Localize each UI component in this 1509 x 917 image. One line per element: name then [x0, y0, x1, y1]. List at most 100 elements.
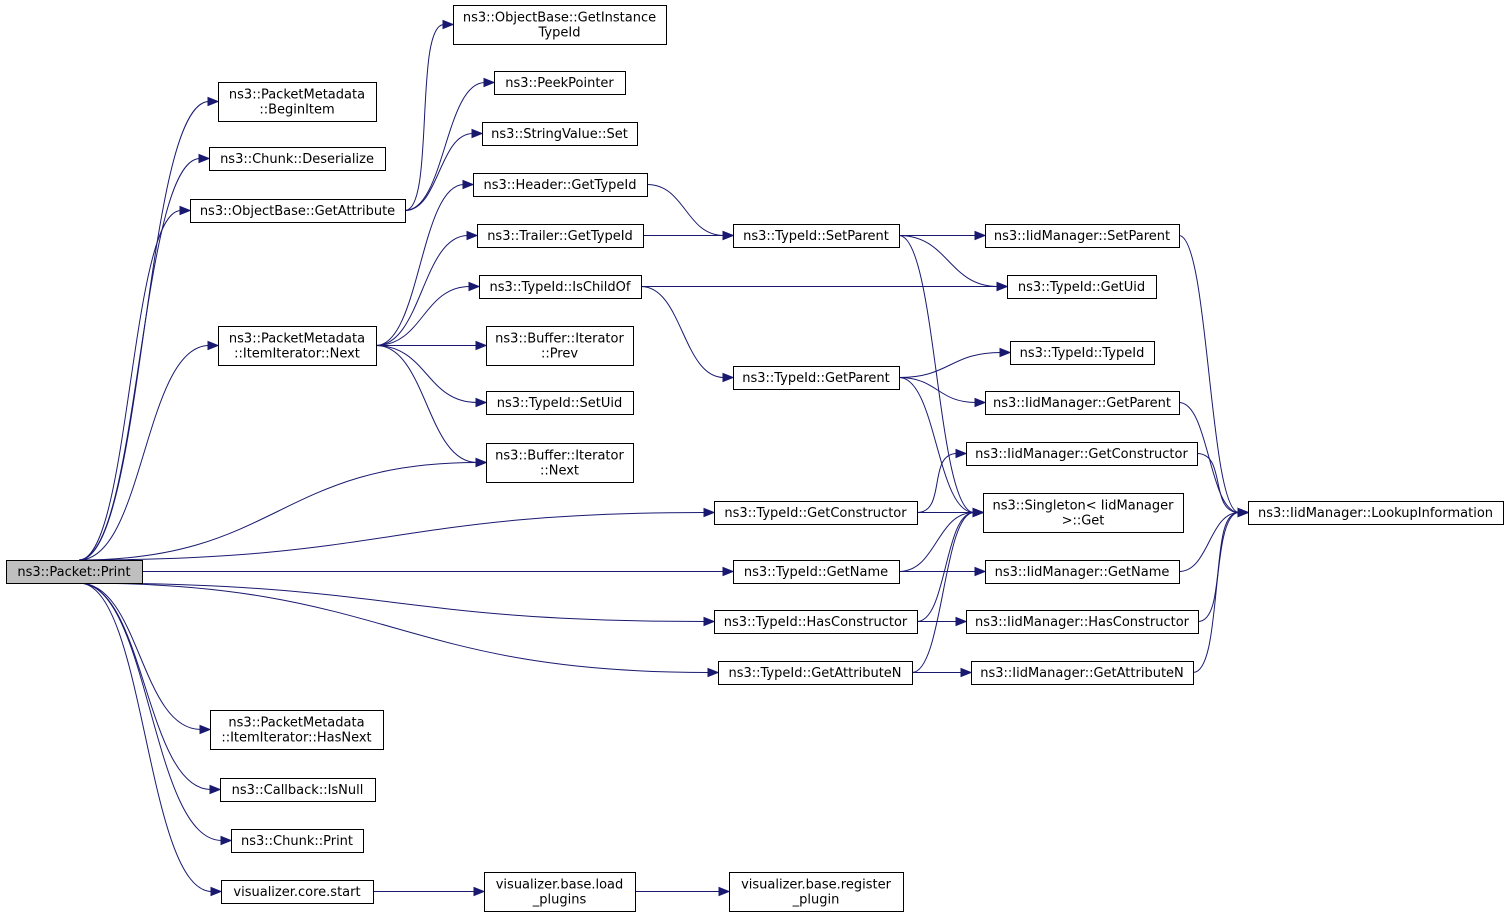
- node-box: [473, 173, 648, 197]
- edge-typeid-ischildof-to-typeid-getparent: [640, 286, 735, 383]
- edge-arrowhead: [718, 886, 731, 897]
- edge-packet-print-to-buffer-iterator-next: [78, 457, 488, 561]
- node-typeid-getattributen[interactable]: ns3::TypeId::GetAttributeN: [718, 661, 913, 685]
- edge-line: [898, 377, 977, 403]
- node-iid-hasconstructor[interactable]: ns3::IidManager::HasConstructor: [966, 610, 1199, 634]
- node-label: ns3::TypeId::GetName: [744, 565, 888, 580]
- node-iid-lookupinformation[interactable]: ns3::IidManager::LookupInformation: [1248, 501, 1504, 525]
- edge-typeid-hasconstructor-to-singleton-get: [916, 507, 985, 622]
- edge-packet-print-to-objbase-getattribute: [78, 205, 192, 561]
- node-trailer-gettypeid[interactable]: ns3::Trailer::GetTypeId: [477, 224, 644, 248]
- node-buffer-iterator-next[interactable]: ns3::Buffer::Iterator::Next: [486, 443, 634, 483]
- node-iid-setparent[interactable]: ns3::IidManager::SetParent: [985, 224, 1180, 248]
- edge-header-gettypeid-to-typeid-setparent: [646, 184, 735, 241]
- node-chunk-deserialize[interactable]: ns3::Chunk::Deserialize: [209, 147, 386, 171]
- node-box: [482, 122, 638, 146]
- node-pm-itemiterator-next[interactable]: ns3::PacketMetadata::ItemIterator::Next: [218, 326, 377, 366]
- edge-packet-print-to-typeid-getname: [142, 566, 735, 577]
- node-typeid-getuid[interactable]: ns3::TypeId::GetUid: [1007, 275, 1157, 299]
- node-typeid-getparent[interactable]: ns3::TypeId::GetParent: [733, 366, 900, 390]
- edge-arrowhead: [972, 507, 985, 518]
- edge-typeid-getattributen-to-singleton-get: [911, 507, 985, 673]
- edge-line: [1192, 512, 1240, 673]
- edge-typeid-getparent-to-typeid-typeid: [898, 347, 1012, 378]
- edge-arrowhead: [960, 667, 973, 678]
- edge-line: [898, 235, 975, 513]
- edge-arrowhead: [209, 784, 222, 795]
- node-singleton-get[interactable]: ns3::Singleton< IidManager>::Get: [983, 493, 1184, 533]
- node-typeid-getname[interactable]: ns3::TypeId::GetName: [733, 560, 900, 584]
- node-header-gettypeid[interactable]: ns3::Header::GetTypeId: [473, 173, 648, 197]
- edge-arrowhead: [466, 230, 479, 241]
- node-objbase-getattribute[interactable]: ns3::ObjectBase::GetAttribute: [190, 199, 406, 223]
- edge-arrowhead: [179, 205, 192, 216]
- node-iid-getconstructor[interactable]: ns3::IidManager::GetConstructor: [966, 442, 1198, 466]
- node-pm-itemiterator-hasnext[interactable]: ns3::PacketMetadata::ItemIterator::HasNe…: [210, 710, 384, 750]
- node-vis-core-start[interactable]: visualizer.core.start: [221, 880, 374, 904]
- node-label: ns3::TypeId::GetConstructor: [724, 506, 907, 521]
- node-iid-getparent[interactable]: ns3::IidManager::GetParent: [985, 391, 1180, 415]
- edge-line: [646, 184, 725, 236]
- node-box: [190, 199, 406, 223]
- node-vis-base-register-plugin[interactable]: visualizer.base.register_plugin: [729, 872, 904, 912]
- node-label: ns3::IidManager::SetParent: [994, 229, 1170, 244]
- node-typeid-setparent[interactable]: ns3::TypeId::SetParent: [733, 224, 900, 248]
- node-callback-isnull[interactable]: ns3::Callback::IsNull: [220, 778, 376, 802]
- node-typeid-typeid[interactable]: ns3::TypeId::TypeId: [1010, 341, 1155, 365]
- node-label: ns3::ObjectBase::GetInstance: [463, 11, 656, 26]
- node-pm-beginitem[interactable]: ns3::PacketMetadata::BeginItem: [218, 82, 377, 122]
- edge-line: [916, 453, 958, 513]
- node-peekpointer[interactable]: ns3::PeekPointer: [494, 71, 626, 95]
- node-label: _plugin: [792, 893, 840, 908]
- edge-iid-hasconstructor-to-iid-lookupinformation: [1197, 507, 1250, 622]
- edge-packet-print-to-typeid-getconstructor: [78, 507, 716, 561]
- edge-iid-getname-to-iid-lookupinformation: [1178, 507, 1250, 572]
- node-label: ns3::IidManager::GetName: [995, 565, 1170, 580]
- edge-line: [375, 345, 478, 463]
- node-iid-getname[interactable]: ns3::IidManager::GetName: [985, 560, 1180, 584]
- edge-pm-itemiterator-next-to-buffer-iterator-prev: [376, 340, 488, 351]
- edge-arrowhead: [703, 616, 716, 627]
- node-label: ns3::TypeId::GetParent: [742, 371, 890, 386]
- edge-arrowhead: [462, 179, 475, 190]
- edge-packet-print-to-pm-beginitem: [78, 96, 220, 561]
- node-box: [966, 442, 1198, 466]
- edge-objbase-getattribute-to-stringvalue-set: [404, 128, 484, 211]
- edge-typeid-ischildof-to-typeid-getuid: [641, 281, 1009, 292]
- node-iid-getattributen[interactable]: ns3::IidManager::GetAttributeN: [971, 661, 1194, 685]
- node-typeid-setuid[interactable]: ns3::TypeId::SetUid: [486, 391, 634, 415]
- edge-arrowhead: [442, 19, 455, 30]
- node-box: [714, 610, 918, 634]
- node-box: [733, 366, 900, 390]
- edge-arrowhead: [207, 96, 220, 107]
- node-vis-base-load-plugins[interactable]: visualizer.base.load_plugins: [484, 872, 636, 912]
- edge-line: [898, 352, 1002, 378]
- edge-arrowhead: [996, 281, 1009, 292]
- node-buffer-iterator-prev[interactable]: ns3::Buffer::Iterator::Prev: [486, 326, 634, 366]
- edge-line: [404, 24, 445, 211]
- node-typeid-ischildof[interactable]: ns3::TypeId::IsChildOf: [479, 275, 642, 299]
- node-box: [486, 391, 634, 415]
- edge-objbase-getattribute-to-peekpointer: [404, 77, 496, 211]
- node-chunk-print[interactable]: ns3::Chunk::Print: [231, 829, 364, 853]
- node-label: ns3::Chunk::Print: [241, 834, 353, 849]
- edge-arrowhead: [703, 507, 716, 518]
- edge-line: [1196, 453, 1240, 513]
- node-typeid-hasconstructor[interactable]: ns3::TypeId::HasConstructor: [714, 610, 918, 634]
- edge-packet-print-to-pm-itemiterator-next: [78, 340, 220, 561]
- node-label: ns3::ObjectBase::GetAttribute: [200, 204, 395, 219]
- edge-arrowhead: [974, 397, 987, 408]
- node-label: ns3::Buffer::Iterator: [495, 332, 624, 347]
- node-label: ns3::Trailer::GetTypeId: [487, 229, 633, 244]
- node-label: ns3::TypeId::GetUid: [1018, 280, 1145, 295]
- node-stringvalue-set[interactable]: ns3::StringValue::Set: [482, 122, 638, 146]
- node-typeid-getconstructor[interactable]: ns3::TypeId::GetConstructor: [714, 501, 918, 525]
- node-packet-print[interactable]: ns3::Packet::Print: [6, 560, 143, 584]
- call-edges: [78, 19, 1250, 897]
- edge-line: [78, 582, 223, 841]
- node-box: [479, 275, 642, 299]
- edge-line: [78, 158, 201, 561]
- node-label: ::ItemIterator::Next: [234, 347, 360, 362]
- edge-arrowhead: [974, 230, 987, 241]
